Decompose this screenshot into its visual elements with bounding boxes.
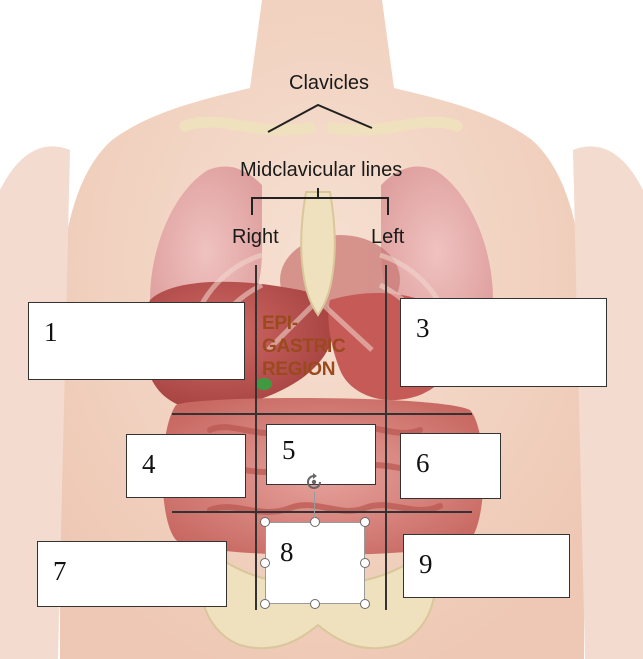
resize-handle-top-left[interactable] <box>260 517 270 527</box>
left-clavicle <box>326 116 463 136</box>
right-clavicle <box>179 116 316 136</box>
clavicles-label: Clavicles <box>289 72 370 94</box>
left-label: Left <box>371 226 405 248</box>
answer-box-6[interactable]: 6 <box>400 433 501 499</box>
epigastric-line-1: EPI- <box>262 313 298 334</box>
resize-handle-bottom-left[interactable] <box>260 599 270 609</box>
answer-box-5[interactable]: 5 <box>266 424 376 485</box>
right-label: Right <box>232 226 279 248</box>
box-number: 6 <box>416 448 430 478</box>
resize-handle-middle-left[interactable] <box>260 558 270 568</box>
midclavicular-bracket <box>251 197 389 215</box>
rotate-handle-stem <box>314 492 315 518</box>
resize-handle-bottom-right[interactable] <box>360 599 370 609</box>
box-number: 1 <box>44 317 58 347</box>
box-number: 7 <box>53 556 67 586</box>
answer-box-1[interactable]: 1 <box>28 302 245 380</box>
resize-handle-bottom-center[interactable] <box>310 599 320 609</box>
midclavicular-lines-label: Midclavicular lines <box>240 159 403 181</box>
gallbladder <box>256 378 272 390</box>
answer-box-4[interactable]: 4 <box>126 434 246 498</box>
box-number: 5 <box>282 435 296 465</box>
sternum <box>300 191 336 317</box>
rotate-handle-icon[interactable] <box>304 472 324 492</box>
answer-box-7[interactable]: 7 <box>37 541 227 607</box>
epigastric-line-3: REGION <box>262 359 336 380</box>
resize-handle-middle-right[interactable] <box>360 558 370 568</box>
epigastric-line-2: GASTRIC <box>262 336 346 357</box>
resize-handle-top-right[interactable] <box>360 517 370 527</box>
answer-box-9[interactable]: 9 <box>403 534 570 598</box>
box-number: 8 <box>280 537 294 567</box>
clavicles-callout <box>267 103 373 133</box>
answer-box-8-selected[interactable]: 8 <box>265 522 365 604</box>
box-number: 9 <box>419 549 433 579</box>
left-lung <box>381 166 493 339</box>
box-number: 4 <box>142 449 156 479</box>
resize-handle-top-center[interactable] <box>310 517 320 527</box>
epigastric-region-label: EPI- GASTRIC REGION <box>262 312 346 381</box>
box-number: 3 <box>416 313 430 343</box>
answer-box-3[interactable]: 3 <box>400 298 607 387</box>
